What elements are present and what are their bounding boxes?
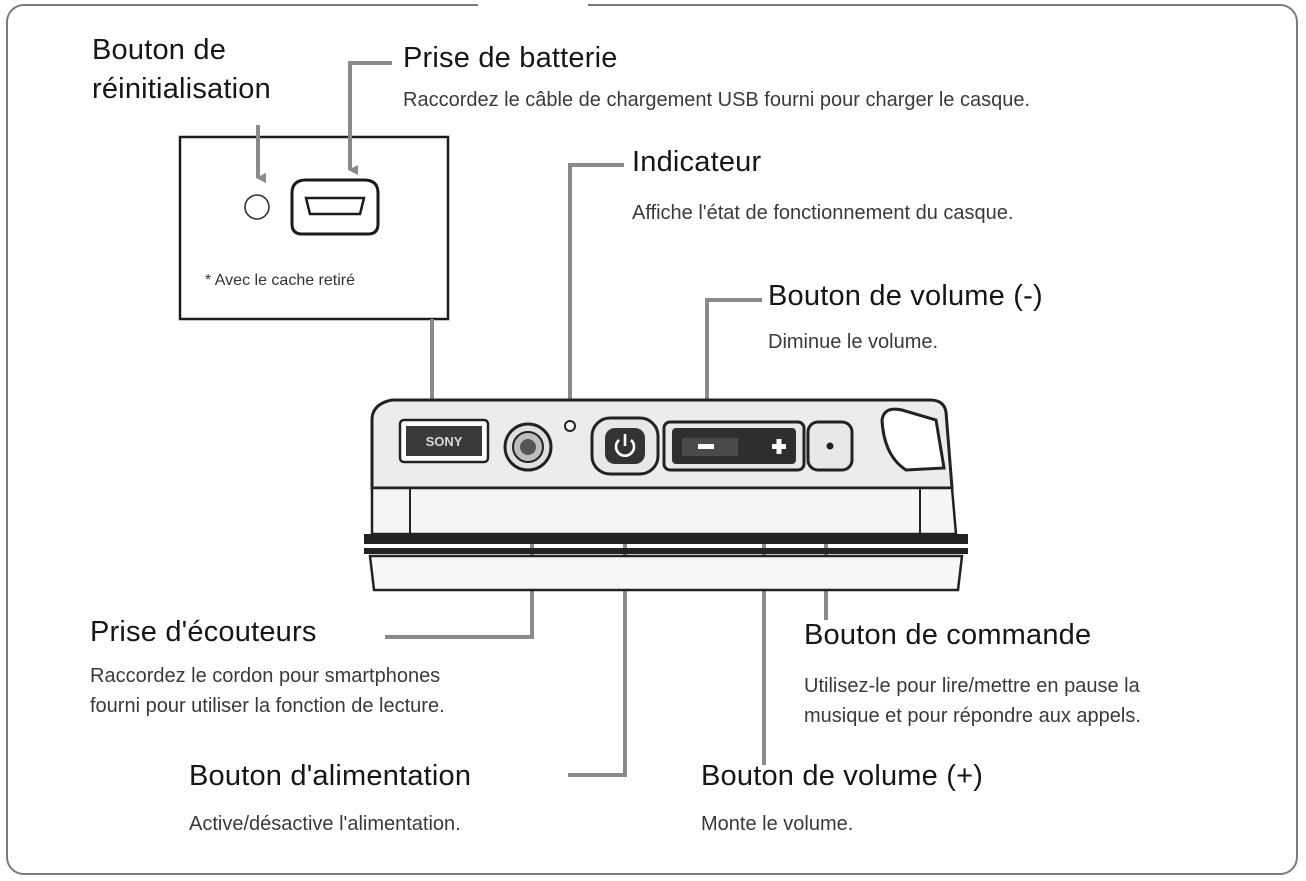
control-button-desc-line2: musique et pour répondre aux appels. bbox=[804, 705, 1141, 727]
reset-button-title-line1: Bouton de bbox=[92, 34, 227, 66]
power-button-desc: Active/désactive l'alimentation. bbox=[189, 813, 461, 835]
control-button bbox=[806, 420, 854, 472]
headphone-jack-desc-line1: Raccordez le cordon pour smartphones bbox=[90, 665, 441, 687]
reset-button-hole bbox=[244, 194, 270, 220]
volume-plus-desc: Monte le volume. bbox=[701, 813, 854, 835]
headphone-jack-desc-line2: fourni pour utiliser la fonction de lect… bbox=[90, 695, 445, 717]
plus-key-icon bbox=[772, 439, 786, 454]
power-button-title: Bouton d'alimentation bbox=[189, 760, 472, 792]
battery-jack-desc: Raccordez le câble de chargement USB fou… bbox=[403, 89, 1031, 111]
cover-note: * Avec le cache retiré bbox=[205, 272, 356, 289]
volume-rocker bbox=[662, 420, 806, 472]
usb-port-cover: SONY bbox=[398, 418, 490, 464]
diagram-frame bbox=[6, 3, 1298, 875]
reset-button-title-line2: réinitialisation bbox=[92, 73, 271, 105]
headphone-jack bbox=[503, 422, 553, 472]
indicator-led bbox=[564, 420, 576, 432]
volume-minus-title: Bouton de volume (-) bbox=[768, 280, 1043, 312]
headphone-jack-title: Prise d'écouteurs bbox=[90, 616, 317, 648]
indicator-title: Indicateur bbox=[632, 146, 762, 178]
battery-jack-title: Prise de batterie bbox=[403, 42, 618, 74]
micro-usb-port bbox=[290, 178, 380, 236]
headset-device: SONY bbox=[364, 398, 968, 592]
power-icon bbox=[614, 434, 636, 457]
volume-plus-title: Bouton de volume (+) bbox=[701, 760, 984, 792]
control-button-title: Bouton de commande bbox=[804, 619, 1092, 651]
control-button-desc-line1: Utilisez-le pour lire/mettre en pause la bbox=[804, 675, 1140, 697]
indicator-desc: Affiche l'état de fonctionnement du casq… bbox=[632, 202, 1014, 224]
port-inset-box bbox=[178, 135, 450, 321]
volume-minus-desc: Diminue le volume. bbox=[768, 331, 939, 353]
power-button bbox=[590, 416, 660, 476]
port-cover-text: SONY bbox=[426, 434, 463, 449]
